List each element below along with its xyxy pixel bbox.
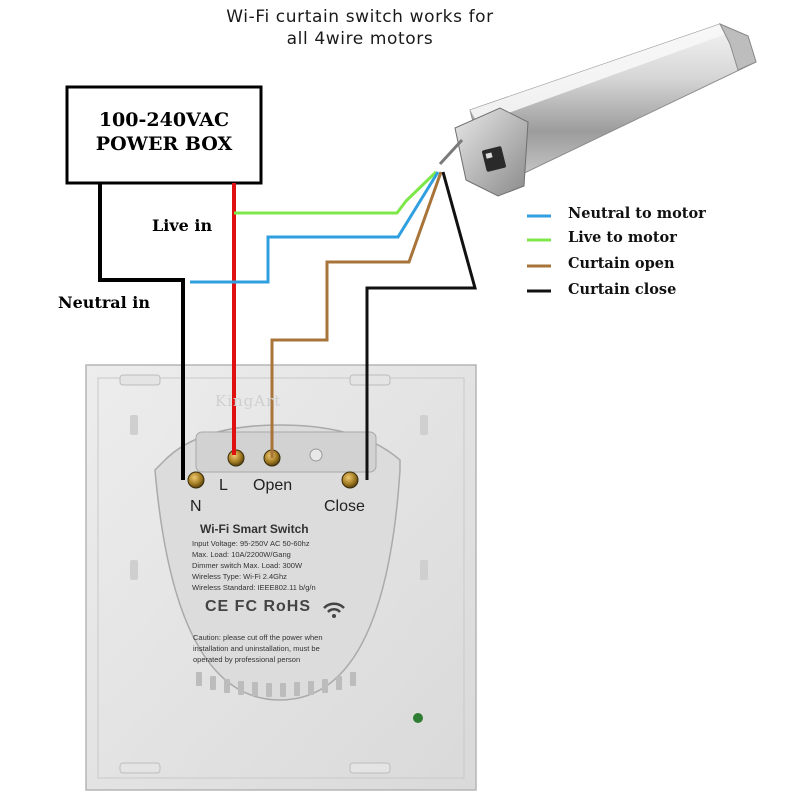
- terminal-label-l: L: [219, 477, 228, 494]
- vent-slots: [196, 672, 356, 697]
- spec-max-load: Max. Load: 10A/2200W/Gang: [192, 550, 291, 559]
- terminal-label-open: Open: [253, 477, 293, 494]
- live-in-label: Live in: [152, 216, 213, 235]
- caution-line-1: Caution: please cut off the power when: [193, 633, 323, 642]
- terminal-label-n: N: [190, 498, 202, 515]
- neutral-in-label: Neutral in: [58, 293, 150, 312]
- title-line-2: all 4wire motors: [286, 29, 434, 49]
- curtain-open-wire: [270, 171, 443, 458]
- caution-line-2: installation and uninstallation, must be: [193, 644, 320, 653]
- power-box-label: 100-240VAC POWER BOX: [82, 108, 246, 156]
- spec-wireless-standard: Wireless Standard: IEEE802.11 b/g/n: [192, 583, 316, 592]
- title-line-1: Wi-Fi curtain switch works for: [226, 7, 494, 27]
- certification-marks: CE FC RoHS: [205, 598, 311, 615]
- live-to-motor-wire: [234, 170, 438, 215]
- terminal-label-close: Close: [324, 498, 365, 515]
- spec-dimmer-load: Dimmer switch Max. Load: 300W: [192, 561, 303, 570]
- diagram-title: Wi-Fi curtain switch works for all 4wire…: [180, 6, 540, 50]
- legend-curtain-close: Curtain close: [568, 281, 677, 298]
- legend-neutral-to-motor: Neutral to motor: [568, 205, 706, 222]
- terminal-screws: [187, 448, 359, 489]
- neutral-in-wire: [98, 183, 185, 480]
- spec-input-voltage: Input Voltage: 95-250V AC 50-60hz: [192, 539, 310, 548]
- legend-curtain-open: Curtain open: [568, 255, 675, 272]
- legend-live-to-motor: Live to motor: [568, 229, 677, 246]
- power-box-voltage: 100-240VAC: [98, 109, 230, 131]
- spec-list: Input Voltage: 95-250V AC 50-60hz Max. L…: [192, 538, 316, 593]
- brand-emboss: KingArt: [215, 392, 282, 410]
- product-name: Wi-Fi Smart Switch: [200, 522, 309, 536]
- power-box: [65, 85, 263, 185]
- curtain-close-wire: [365, 171, 477, 480]
- neutral-to-motor-wire: [190, 171, 440, 284]
- caution-text: Caution: please cut off the power when i…: [193, 632, 323, 665]
- spec-wireless-type: Wireless Type: Wi-Fi 2.4Ghz: [192, 572, 287, 581]
- curtain-motor: [438, 23, 757, 197]
- power-box-name: POWER BOX: [95, 133, 233, 155]
- caution-line-3: operated by professional person: [193, 655, 301, 664]
- wifi-icon: [323, 602, 345, 618]
